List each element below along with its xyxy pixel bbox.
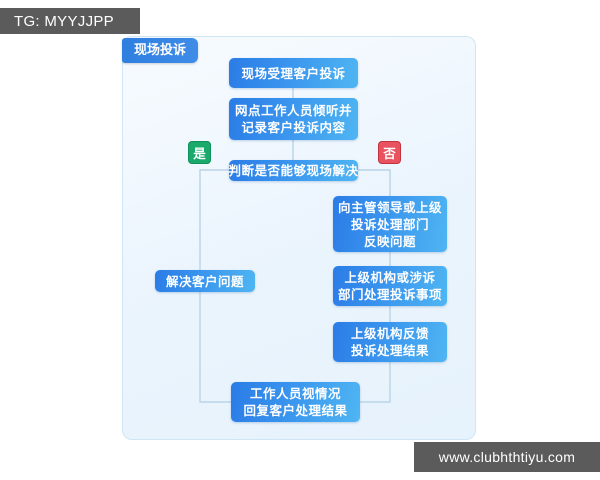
- node-line: 向主管领导或上级: [338, 199, 443, 215]
- node-accept-complaint[interactable]: 现场受理客户投诉: [229, 58, 358, 88]
- node-record-complaint[interactable]: 网点工作人员倾听并 记录客户投诉内容: [229, 98, 358, 140]
- node-line: 反映问题: [363, 233, 416, 249]
- node-line: 上级机构或涉诉: [344, 270, 436, 285]
- node-line: 现场受理客户投诉: [241, 65, 346, 81]
- node-superior-handles-complaint[interactable]: 上级机构或涉诉 部门处理投诉事项: [333, 266, 447, 306]
- panel-title-tab: 现场投诉: [122, 38, 199, 63]
- node-line: 工作人员视情况: [249, 386, 341, 401]
- branch-label-yes: 是: [188, 141, 211, 164]
- node-line: 投诉处理结果: [350, 343, 429, 358]
- node-line: 记录客户投诉内容: [241, 120, 346, 135]
- node-line: 部门处理投诉事项: [338, 287, 443, 302]
- node-line: 解决客户问题: [165, 273, 244, 289]
- node-reply-customer-result[interactable]: 工作人员视情况 回复客户处理结果: [231, 382, 360, 422]
- watermark-bottom-right: www.clubhthtiyu.com: [414, 442, 600, 472]
- node-line: 判断是否能够现场解决: [228, 163, 359, 178]
- branch-label-no: 否: [378, 141, 401, 164]
- node-line: 上级机构反馈: [350, 326, 429, 341]
- watermark-top-left: TG: MYYJJPP: [0, 8, 140, 34]
- node-superior-feedback-result[interactable]: 上级机构反馈 投诉处理结果: [333, 322, 447, 362]
- node-line: 回复客户处理结果: [243, 403, 348, 418]
- node-line: 网点工作人员倾听并: [235, 103, 353, 118]
- node-resolve-customer-issue[interactable]: 解决客户问题: [155, 270, 255, 292]
- node-decision-onsite-resolve[interactable]: 判断是否能够现场解决: [229, 160, 358, 181]
- node-line: 投诉处理部门: [350, 216, 429, 232]
- node-report-to-supervisor[interactable]: 向主管领导或上级 投诉处理部门 反映问题: [333, 196, 447, 252]
